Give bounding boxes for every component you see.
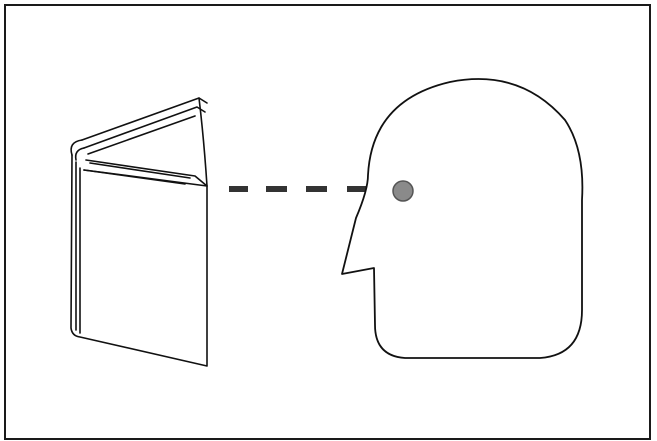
open-book-icon [70,97,208,367]
diagram-frame [4,4,651,440]
eye-dot [392,180,414,202]
head-profile-icon [341,78,584,359]
